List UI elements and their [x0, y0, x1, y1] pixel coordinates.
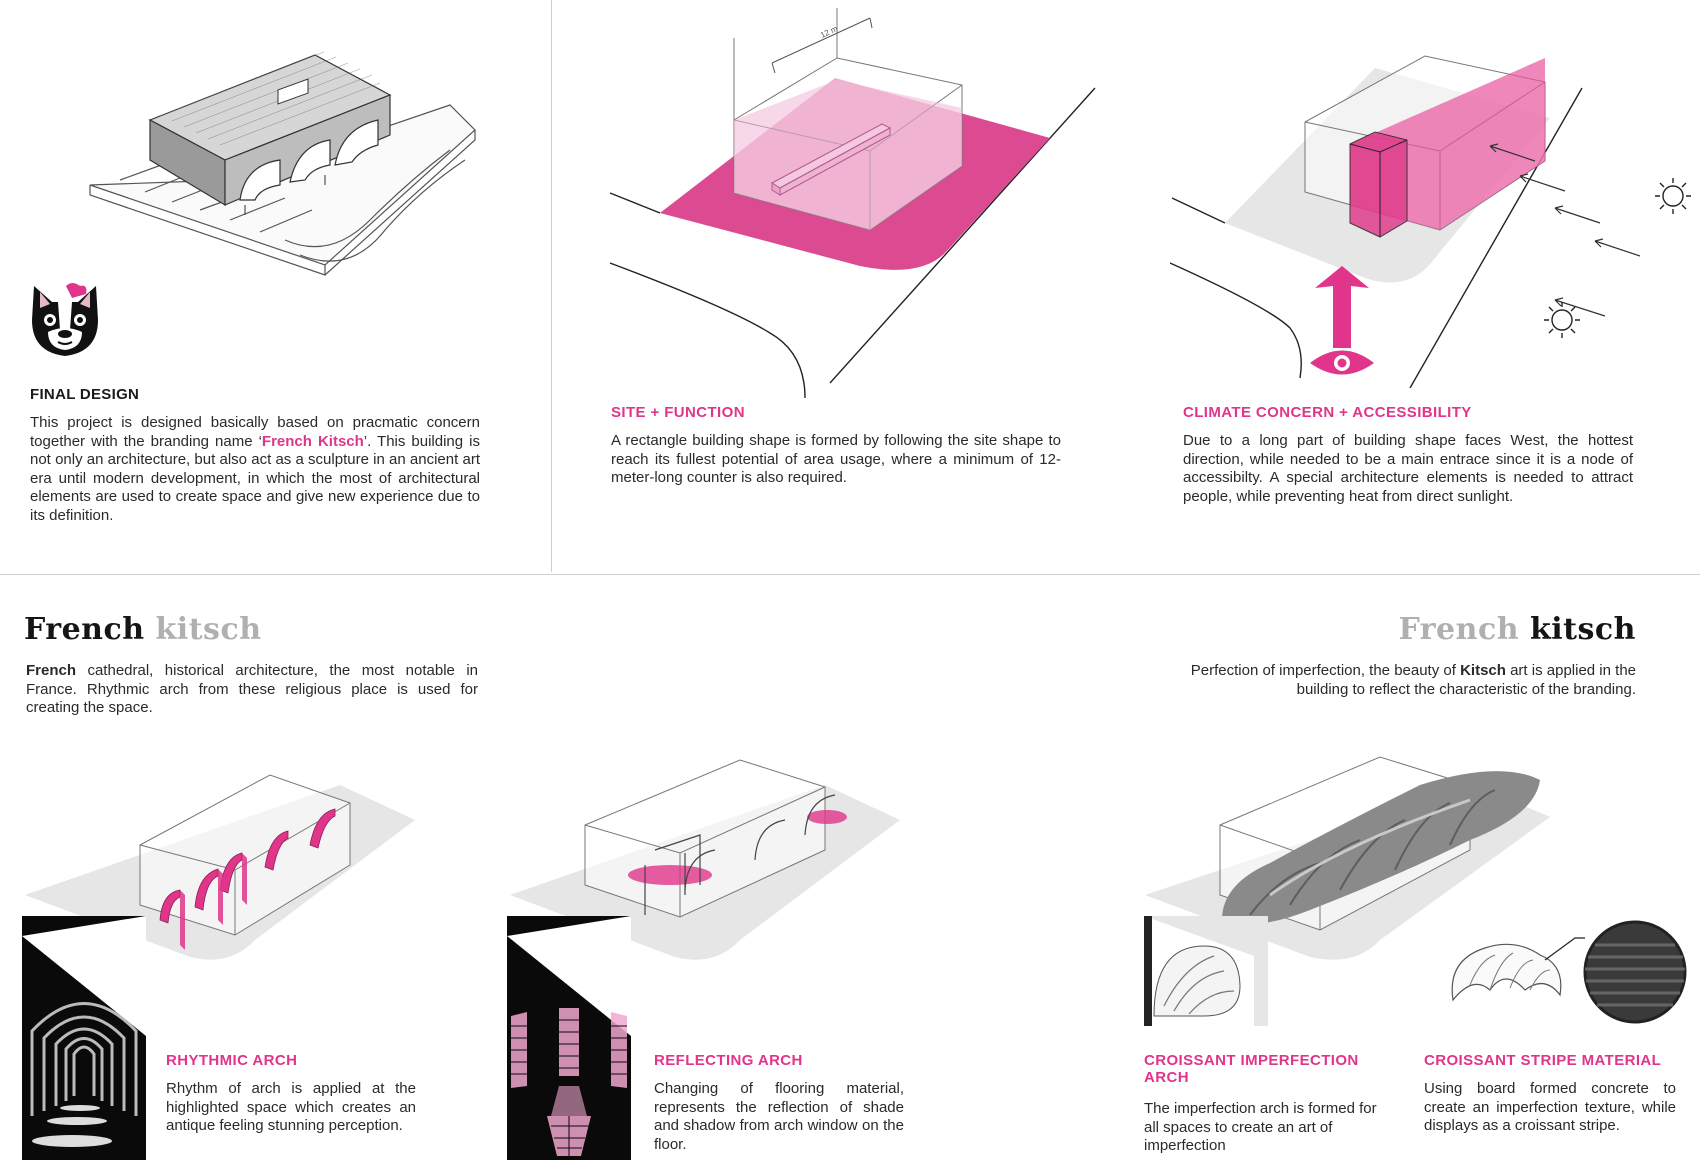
climate-title: CLIMATE CONCERN + ACCESSIBILITY: [1183, 404, 1472, 421]
croissant-arch-description: The imperfection arch is formed for all …: [1144, 1100, 1377, 1154]
site-function-description: A rectangle building shape is formed by …: [611, 432, 1061, 486]
climate-description: Due to a long part of building shape fac…: [1183, 432, 1633, 505]
sun-icon: [1655, 178, 1691, 214]
arch-tunnel-photo: [22, 916, 146, 1160]
croissant-stripe-icon: [1451, 920, 1687, 1024]
final-design-axonometric: [89, 51, 476, 276]
croissant-arch-icon: [1144, 916, 1268, 1026]
eye-icon: [1310, 350, 1374, 375]
french-bulldog-logo-icon: [32, 283, 98, 356]
reflecting-arch-photo: [507, 916, 631, 1160]
horizontal-divider: [0, 574, 1700, 575]
french-kitsch-heading-right: French kitsch: [1398, 612, 1636, 647]
french-kitsch-heading-left: French kitsch: [24, 612, 262, 647]
rhythmic-arch-title: RHYTHMIC ARCH: [166, 1052, 298, 1069]
reflecting-arch-description: Changing of flooring material, represent…: [654, 1080, 904, 1153]
sun-icon: [1544, 302, 1580, 338]
final-design-description: This project is designed basically based…: [30, 414, 480, 524]
site-function-diagram: 12 m: [609, 8, 1096, 399]
rhythmic-arch-description: Rhythm of arch is applied at the highlig…: [166, 1080, 416, 1134]
dimension-label: 12 m: [819, 24, 839, 40]
brand-name: French Kitsch: [261, 432, 364, 450]
croissant-stripe-title: CROISSANT STRIPE MATERIAL: [1424, 1052, 1662, 1069]
site-function-title: SITE + FUNCTION: [611, 404, 745, 421]
kitsch-art-description: Perfection of imperfection, the beauty o…: [1190, 662, 1636, 698]
reflecting-arch-title: REFLECTING ARCH: [654, 1052, 803, 1069]
croissant-stripe-description: Using board formed concrete to create an…: [1424, 1080, 1676, 1134]
final-design-title: FINAL DESIGN: [30, 386, 140, 403]
vertical-divider: [551, 0, 552, 572]
climate-accessibility-diagram: [1170, 55, 1691, 388]
french-cathedral-description: French cathedral, historical architectur…: [26, 662, 478, 716]
